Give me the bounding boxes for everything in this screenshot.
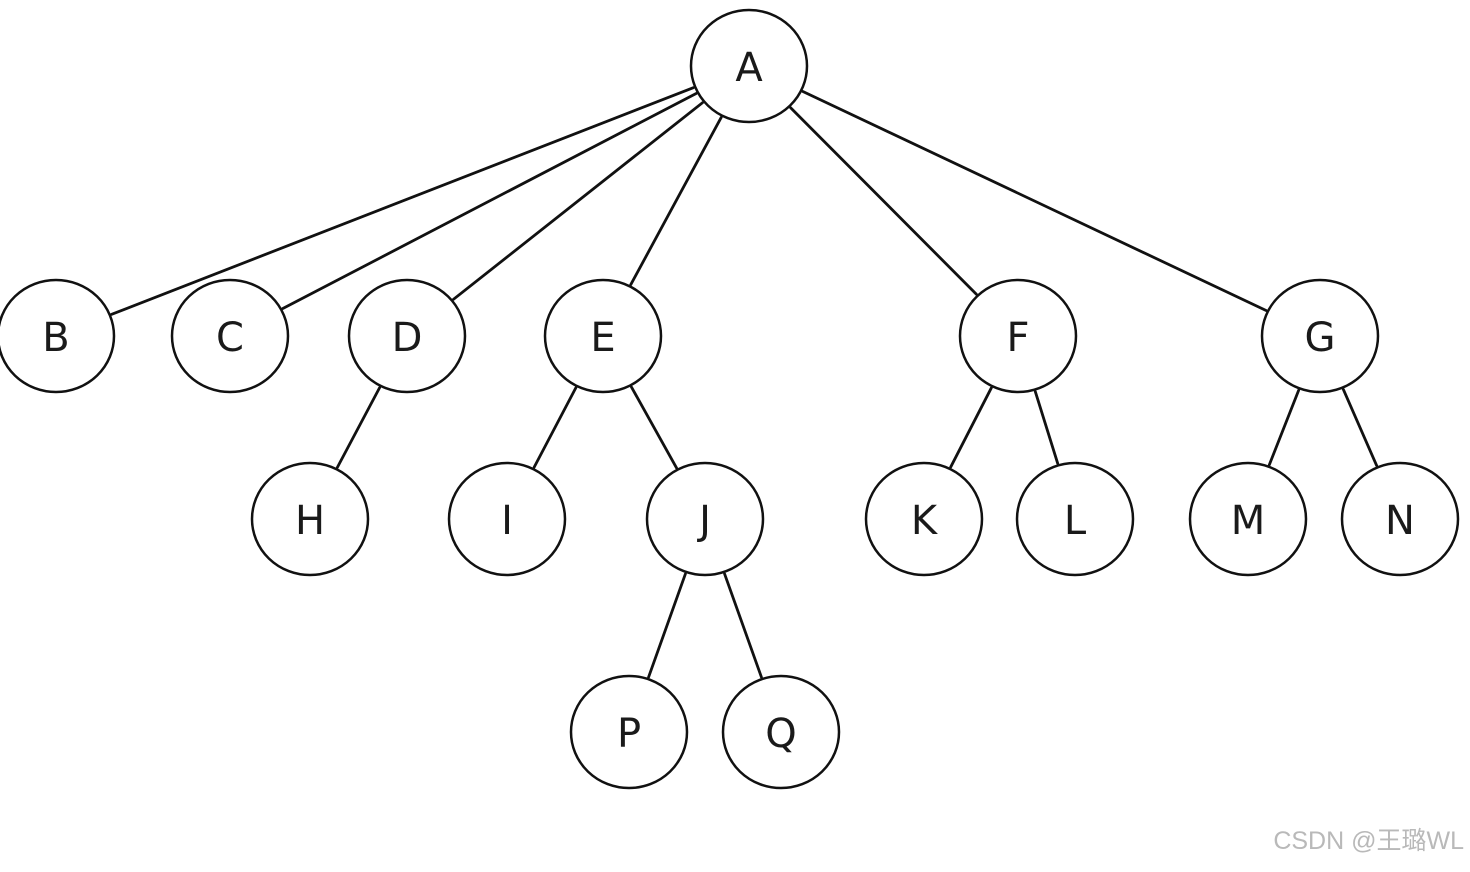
node-e: E (543, 278, 663, 394)
node-label: F (1006, 315, 1029, 361)
node-circle (1260, 278, 1380, 394)
node-circle (1015, 461, 1135, 577)
edge-a-f (789, 106, 978, 296)
node-j: J (645, 461, 765, 577)
edge-e-j (630, 385, 678, 470)
node-k: K (864, 461, 984, 577)
edge-d-h (335, 386, 382, 469)
node-circle (689, 8, 809, 124)
node-label: E (590, 315, 615, 361)
node-label: Q (765, 711, 796, 757)
edge-a-b (110, 86, 695, 316)
node-f: F (958, 278, 1078, 394)
node-circle (721, 674, 841, 790)
nodes-layer: A B C D E F G H I J K L M N P Q (0, 8, 1460, 790)
edge-f-k (949, 386, 993, 469)
node-circle (170, 278, 290, 394)
edge-a-c (281, 92, 698, 310)
node-circle (447, 461, 567, 577)
node-circle (645, 461, 765, 577)
node-c: C (170, 278, 290, 394)
node-label: H (295, 498, 325, 544)
node-circle (569, 674, 689, 790)
node-l: L (1015, 461, 1135, 577)
node-circle (1188, 461, 1308, 577)
node-label: D (392, 315, 423, 361)
edge-j-p (647, 572, 687, 679)
node-circle (0, 278, 116, 394)
node-a: A (689, 8, 809, 124)
node-g: G (1260, 278, 1380, 394)
edges-layer (110, 86, 1379, 679)
node-label: A (735, 45, 763, 91)
node-label: L (1064, 498, 1087, 544)
node-label: N (1385, 498, 1415, 544)
edge-g-n (1341, 388, 1379, 467)
node-d: D (347, 278, 467, 394)
node-n: N (1340, 461, 1460, 577)
watermark-text: CSDN @王璐WL (1273, 827, 1464, 855)
node-i: I (447, 461, 567, 577)
edge-a-e (629, 116, 723, 286)
node-m: M (1188, 461, 1308, 577)
node-circle (864, 461, 984, 577)
node-circle (250, 461, 370, 577)
node-label: K (911, 498, 939, 544)
node-label: J (696, 498, 711, 544)
edge-g-m (1267, 388, 1301, 467)
edge-e-i (532, 386, 578, 469)
node-circle (543, 278, 663, 394)
node-label: G (1305, 315, 1336, 361)
node-label: C (216, 315, 244, 361)
edge-f-l (1033, 390, 1060, 465)
edge-j-q (723, 572, 763, 679)
node-p: P (569, 674, 689, 790)
node-circle (347, 278, 467, 394)
node-label: I (501, 498, 513, 544)
edge-a-g (801, 90, 1268, 312)
node-q: Q (721, 674, 841, 790)
edge-a-d (452, 101, 704, 301)
node-label: M (1231, 498, 1266, 544)
node-label: B (42, 315, 69, 361)
node-b: B (0, 278, 116, 394)
node-circle (1340, 461, 1460, 577)
node-h: H (250, 461, 370, 577)
node-label: P (617, 711, 641, 757)
node-circle (958, 278, 1078, 394)
